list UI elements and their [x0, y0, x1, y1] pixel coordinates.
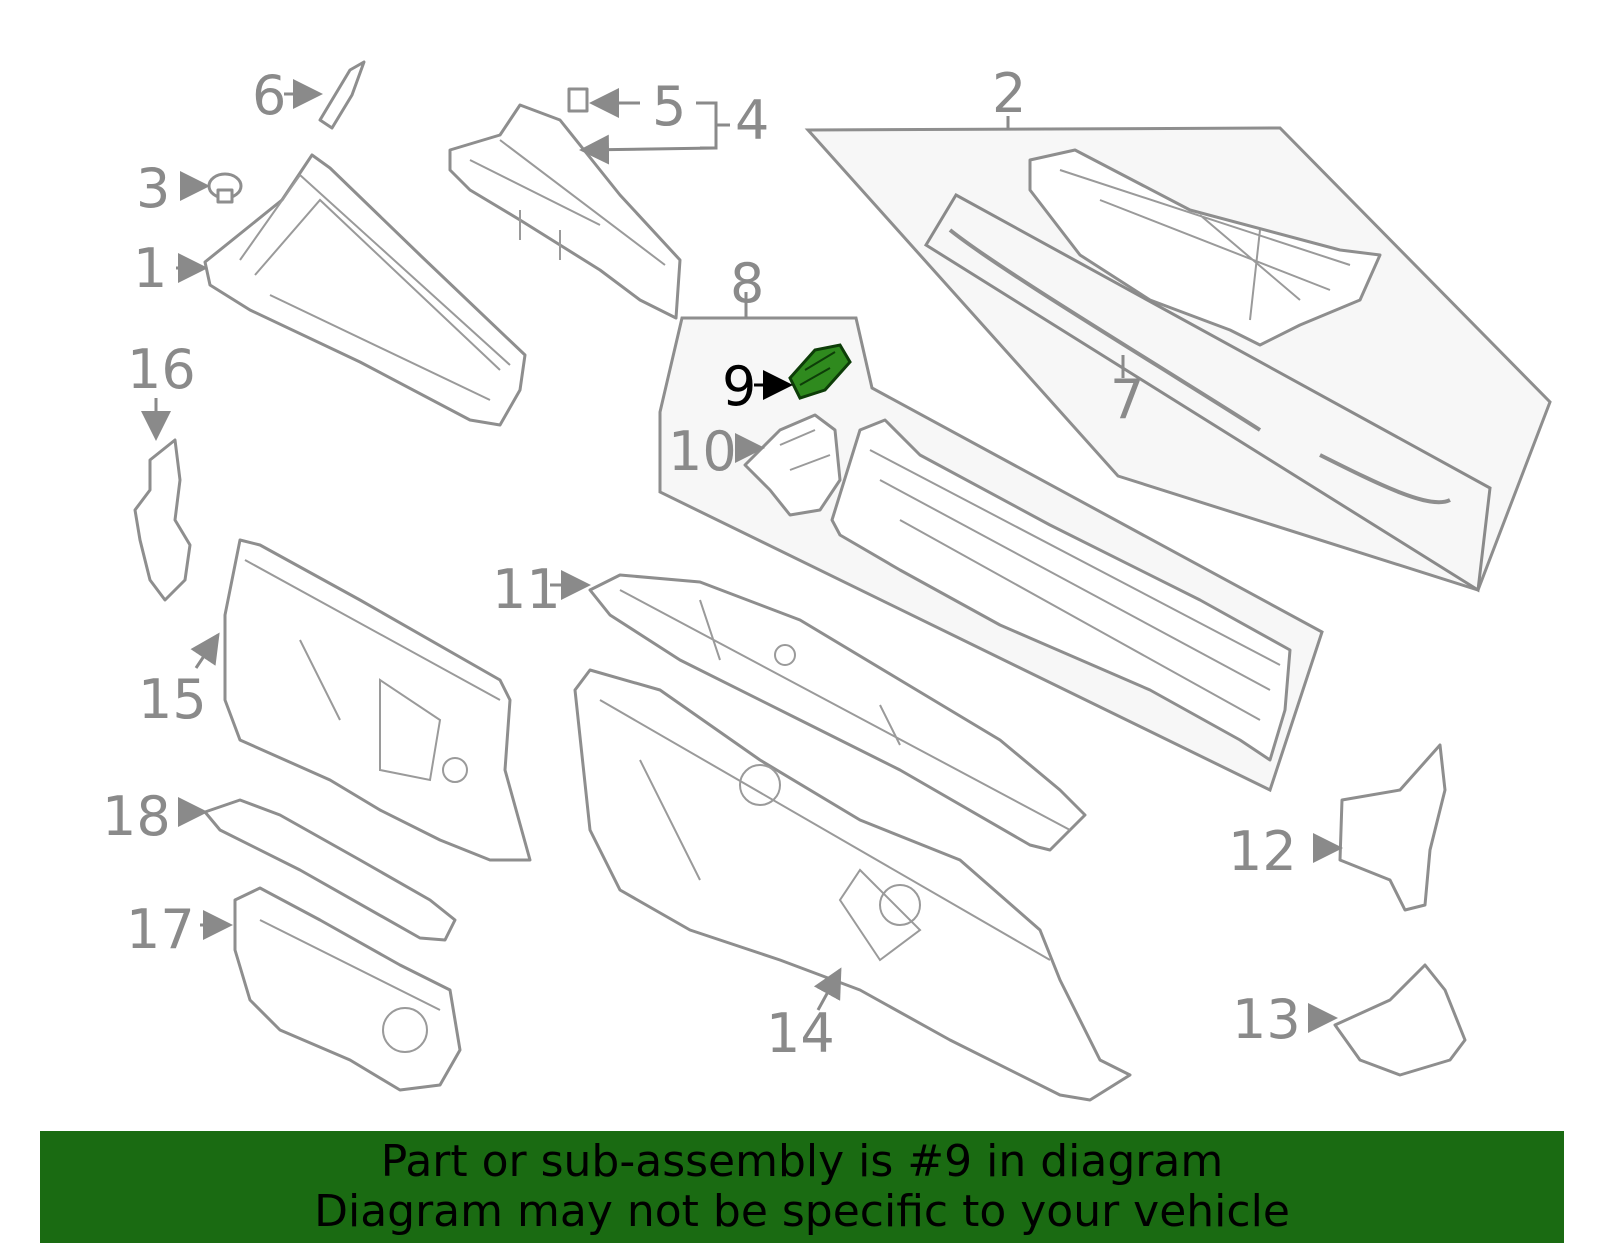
banner-line-2: Diagram may not be specific to your vehi… — [314, 1186, 1290, 1237]
callout-12: 12 — [1228, 820, 1297, 883]
callout-16: 16 — [127, 338, 196, 401]
part-14 — [573, 668, 1132, 1102]
part-2 — [1028, 148, 1382, 347]
callout-8: 8 — [730, 252, 764, 315]
callout-3: 3 — [136, 157, 170, 220]
callout-2: 2 — [992, 62, 1026, 125]
callout-5: 5 — [652, 75, 686, 138]
part-8-member — [830, 418, 1292, 762]
callout-10: 10 — [668, 420, 737, 483]
callout-17: 17 — [126, 898, 195, 961]
part-10 — [743, 413, 842, 517]
part-7-frame — [923, 192, 1492, 593]
callout-1: 1 — [133, 237, 167, 300]
part-9 — [788, 343, 852, 400]
callout-7: 7 — [1110, 368, 1144, 431]
part-17 — [233, 886, 462, 1092]
part-4 — [448, 103, 682, 320]
part-15 — [223, 538, 532, 862]
group-2-outline — [804, 126, 1552, 592]
part-12 — [1338, 743, 1447, 912]
info-banner: Part or sub-assembly is #9 in diagram Di… — [40, 1131, 1564, 1243]
callout-6: 6 — [252, 64, 286, 127]
callout-15: 15 — [138, 668, 207, 731]
part-18 — [203, 798, 457, 942]
part-6 — [318, 60, 366, 130]
callout-4: 4 — [735, 89, 769, 152]
banner-line-1: Part or sub-assembly is #9 in diagram — [380, 1136, 1224, 1187]
part-1 — [203, 153, 527, 427]
part-16 — [133, 438, 192, 602]
part-3 — [207, 172, 243, 204]
callout-9: 9 — [722, 355, 756, 418]
callout-14: 14 — [766, 1002, 835, 1065]
part-13 — [1333, 963, 1467, 1077]
callout-11: 11 — [492, 558, 561, 621]
part-5 — [567, 87, 589, 113]
part-7 — [948, 228, 1451, 505]
leader-lines — [141, 79, 1343, 1033]
callout-13: 13 — [1232, 988, 1301, 1051]
part-11 — [588, 573, 1087, 852]
callout-18: 18 — [102, 785, 171, 848]
